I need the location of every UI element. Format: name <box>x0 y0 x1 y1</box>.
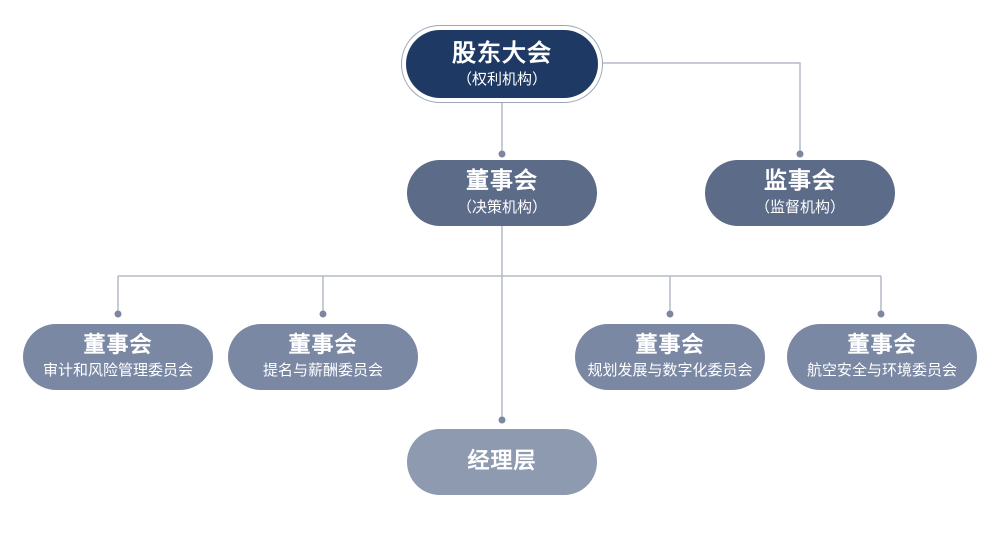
node-title: 董事会 <box>83 333 153 359</box>
node-subtitle: 提名与薪酬委员会 <box>262 361 383 380</box>
node-title: 监事会 <box>764 168 836 195</box>
committee-node-planning-digital: 董事会 规划发展与数字化委员会 <box>575 324 765 390</box>
committee-node-nomination-compensation: 董事会 提名与薪酬委员会 <box>228 324 418 390</box>
connector-dot <box>498 416 506 424</box>
node-title: 股东大会 <box>452 38 552 67</box>
shareholders-node: 股东大会 （权利机构） <box>406 30 598 98</box>
node-subtitle: 航空安全与环境委员会 <box>806 361 957 380</box>
node-subtitle: （决策机构） <box>456 198 547 217</box>
connector-dot <box>877 310 885 318</box>
node-title: 董事会 <box>466 168 538 195</box>
line-shareholders-supervisory <box>598 62 801 154</box>
node-subtitle: 规划发展与数字化委员会 <box>587 361 753 380</box>
connector-dot <box>666 310 674 318</box>
board-node: 董事会 （决策机构） <box>407 160 597 226</box>
node-subtitle: （监督机构） <box>754 198 845 217</box>
node-title: 经理层 <box>467 448 537 474</box>
supervisory-node: 监事会 （监督机构） <box>705 160 895 226</box>
node-title: 董事会 <box>635 333 705 359</box>
committee-node-audit-risk: 董事会 审计和风险管理委员会 <box>23 324 213 390</box>
connector-dot <box>498 150 506 158</box>
management-node: 经理层 <box>407 429 597 495</box>
node-subtitle: （权利机构） <box>456 69 547 88</box>
node-title: 董事会 <box>847 333 917 359</box>
node-title: 董事会 <box>288 333 358 359</box>
connector-dot <box>319 310 327 318</box>
node-subtitle: 审计和风险管理委员会 <box>42 361 193 380</box>
connector-dot <box>796 150 804 158</box>
connector-dot <box>114 310 122 318</box>
committee-node-aviation-safety-environment: 董事会 航空安全与环境委员会 <box>787 324 977 390</box>
